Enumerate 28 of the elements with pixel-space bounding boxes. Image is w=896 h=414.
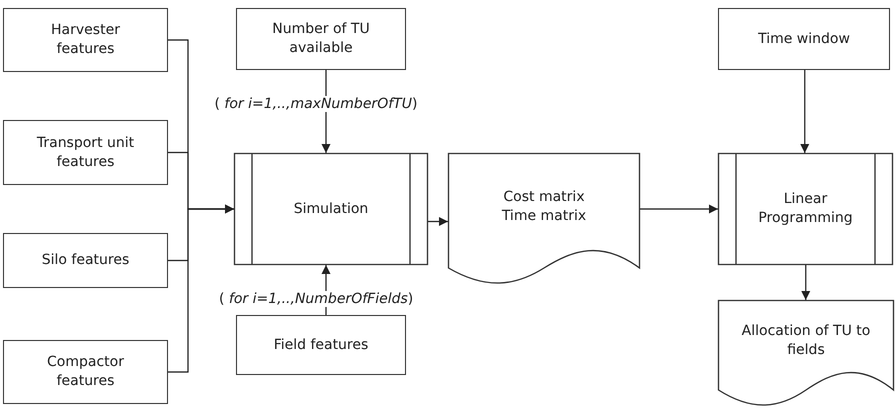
arrow (428, 217, 448, 226)
node-label: Cost matrix (502, 188, 586, 206)
loop-annotation: ( for i=1,..,maxNumberOfTU) (214, 96, 418, 112)
process-box (236, 315, 406, 375)
arrow (800, 70, 810, 153)
node-label: Harvester features (50, 21, 121, 59)
node-label: Compactor features (46, 353, 125, 391)
node-label: Time window (757, 30, 851, 48)
predefined-process-box (234, 153, 428, 265)
node-label: Transport unit features (36, 134, 136, 172)
node-label: Silo features (40, 251, 130, 270)
loop-annotation: ( for i=1,..,NumberOfFields) (219, 291, 414, 307)
node-label: Linear Programming (757, 190, 854, 228)
arrow (801, 265, 810, 300)
process-box (718, 8, 890, 70)
process-box (3, 233, 168, 288)
process-box (3, 120, 168, 185)
node-label: Time matrix (500, 206, 588, 226)
process-box (3, 340, 168, 404)
node-label: Simulation (292, 200, 370, 218)
process-box (236, 8, 406, 70)
node-label: Allocation of TU to fields (740, 322, 872, 360)
process-box (3, 8, 168, 72)
arrow (168, 204, 234, 373)
node-label: Field features (272, 336, 370, 354)
node-label: Number of TU available (271, 20, 371, 58)
predefined-process-box (718, 153, 893, 265)
arrow (640, 204, 718, 214)
